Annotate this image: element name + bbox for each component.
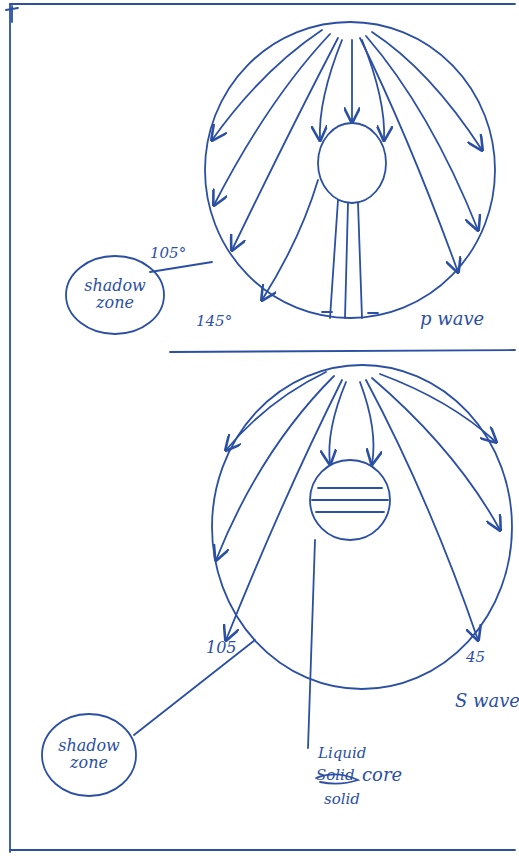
frame-line bbox=[10, 3, 515, 5]
wave-ray bbox=[372, 378, 500, 530]
wave-ray bbox=[226, 372, 326, 450]
node-text: shadow zone bbox=[54, 738, 124, 772]
earth-outline bbox=[212, 365, 512, 689]
diagram-label: 105 bbox=[206, 640, 237, 656]
core-ray bbox=[330, 200, 362, 318]
wave-ray bbox=[212, 30, 322, 140]
diagram-label: p wave bbox=[420, 310, 484, 328]
diagram-label: Solid bbox=[316, 768, 355, 783]
node-text: shadow zone bbox=[80, 278, 150, 312]
leader-line bbox=[308, 540, 315, 748]
diagram-label: 145° bbox=[196, 314, 232, 329]
ellipse-shape bbox=[66, 256, 164, 334]
wave-ray bbox=[351, 40, 353, 122]
wave-ray bbox=[320, 40, 342, 140]
diagram-label: S wave bbox=[455, 692, 519, 710]
core-hatch bbox=[312, 488, 388, 512]
diagram-label: 105° bbox=[150, 246, 186, 261]
diagram-label: core bbox=[362, 766, 402, 784]
divider-line bbox=[170, 350, 515, 352]
core-outline bbox=[318, 123, 386, 203]
diagram-label: 45 bbox=[466, 650, 485, 665]
wave-ray bbox=[366, 380, 478, 640]
frame-line bbox=[9, 4, 11, 852]
ray-tick bbox=[322, 312, 378, 313]
leader-line bbox=[150, 262, 212, 272]
earth-outline bbox=[205, 22, 495, 318]
diagram-label: Liquid bbox=[318, 746, 366, 761]
wave-ray bbox=[232, 38, 338, 250]
diagram-label: solid bbox=[324, 792, 360, 807]
margin-mark bbox=[6, 6, 18, 22]
wave-ray bbox=[360, 382, 374, 464]
wave-ray bbox=[262, 180, 318, 300]
leader-line bbox=[134, 640, 255, 735]
wave-ray bbox=[216, 376, 334, 560]
wave-ray bbox=[226, 380, 342, 640]
wave-ray bbox=[360, 38, 458, 272]
wave-ray bbox=[372, 32, 482, 150]
ellipse-shape bbox=[42, 714, 136, 796]
frame-line bbox=[10, 849, 515, 851]
core-outline bbox=[310, 460, 390, 540]
wave-ray bbox=[329, 382, 346, 464]
wave-ray bbox=[366, 36, 478, 230]
shadow-zone-ellipse: shadow zone bbox=[64, 254, 166, 336]
wave-ray bbox=[214, 34, 330, 205]
wave-ray bbox=[380, 374, 496, 442]
shadow-zone-ellipse: shadow zone bbox=[40, 712, 138, 798]
